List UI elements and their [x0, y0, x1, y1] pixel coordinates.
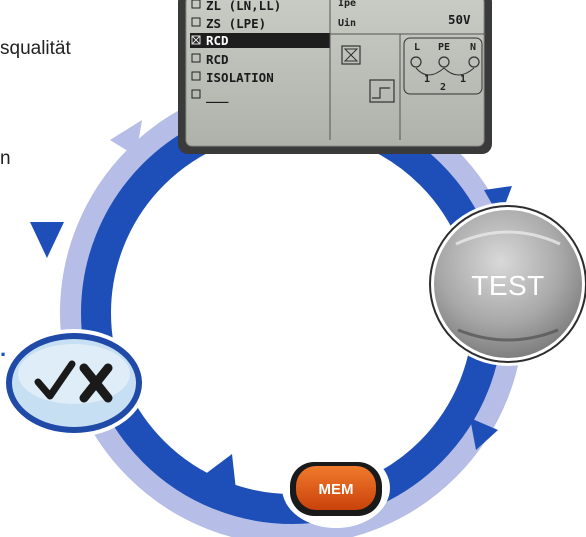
lcd-display: ZL (LN,LL) ZS (LPE) RCD RCD ISOLATION __… — [178, 0, 492, 154]
terminal-number-1: 1 — [424, 74, 430, 85]
lcd-header-left: Uin — [338, 17, 356, 29]
arrow-head-left — [30, 222, 64, 258]
partial-text-top: squalität — [0, 38, 71, 59]
mem-button[interactable]: MEM — [282, 448, 390, 528]
check-cross-button[interactable] — [2, 329, 146, 437]
lcd-menu-item-5: ___ — [206, 88, 229, 104]
terminal-label-pe: PE — [438, 42, 450, 53]
terminal-number-2: 2 — [440, 82, 446, 93]
test-button[interactable]: TEST — [426, 202, 586, 366]
terminal-diagram: L PE N 1 2 1 — [403, 37, 483, 95]
partial-text-middle: n — [0, 148, 11, 169]
lcd-menu-item-1: ZS (LPE) — [206, 16, 266, 31]
arrow-head-right — [470, 418, 498, 450]
check-cross-icon — [34, 360, 113, 403]
mem-button-label: MEM — [319, 481, 354, 498]
partial-text-dot: . — [0, 336, 7, 361]
lcd-header-left-top: Ipe — [338, 0, 356, 9]
lcd-menu-item-2: RCD — [206, 33, 229, 48]
hourglass-icon — [341, 45, 361, 65]
terminal-label-l: L — [414, 42, 420, 53]
step-icon — [369, 79, 395, 103]
ring-center — [112, 133, 472, 493]
lcd-menu: ZL (LN,LL) ZS (LPE) RCD RCD ISOLATION __… — [190, 0, 331, 140]
terminal-number-3: 1 — [460, 74, 466, 85]
arrow-head-top-left — [110, 120, 142, 156]
arrow-head-bottom — [200, 454, 236, 490]
test-button-label: TEST — [471, 270, 545, 301]
arrow-head-top-right — [484, 186, 512, 218]
terminal-label-n: N — [470, 42, 476, 53]
lcd-selection-bar — [190, 33, 330, 48]
lcd-menu-item-0: ZL (LN,LL) — [206, 0, 281, 13]
lcd-menu-item-4: ISOLATION — [206, 70, 274, 85]
lcd-header-value: 50V — [448, 12, 471, 27]
lcd-menu-item-3: RCD — [206, 52, 229, 67]
